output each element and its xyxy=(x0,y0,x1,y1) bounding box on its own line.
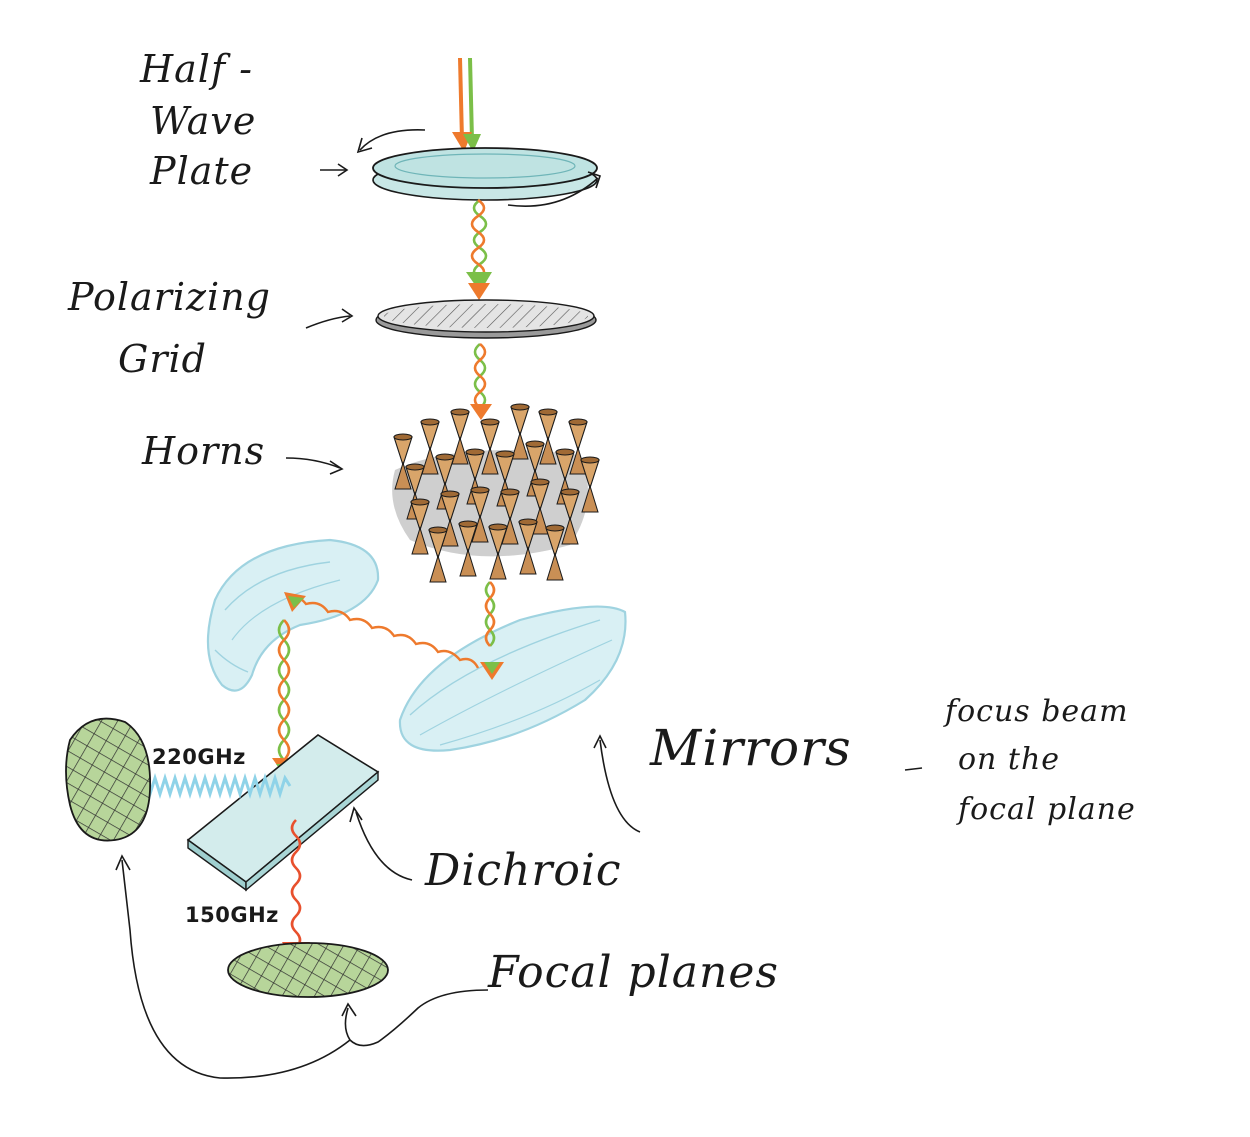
label-hwp-line2: Wave xyxy=(150,99,257,143)
pointer-arrows xyxy=(115,163,923,1079)
label-grid-line2: Grid xyxy=(118,337,207,381)
horn-array xyxy=(392,403,600,583)
label-mirrors-note-line2: on the xyxy=(958,742,1061,777)
horn-aperture xyxy=(500,488,520,496)
label-mirrors-note-line1: focus beam xyxy=(945,694,1129,729)
label-focal-planes: Focal planes xyxy=(488,947,779,998)
horn-lower-icon xyxy=(411,526,429,555)
horn-aperture xyxy=(458,520,478,528)
horn-aperture xyxy=(580,456,600,464)
horn-aperture xyxy=(428,526,448,534)
horn-aperture xyxy=(495,450,515,458)
polarizing-grid xyxy=(375,299,597,339)
label-mirrors-note-line3: focal plane xyxy=(958,792,1136,827)
horn-aperture xyxy=(518,518,538,526)
horn-lower-icon xyxy=(546,552,564,581)
horn-lower-icon xyxy=(519,546,537,575)
horn-aperture xyxy=(568,418,588,426)
label-hwp-line3: Plate xyxy=(150,149,254,193)
horn-lower-icon xyxy=(489,551,507,580)
horn-aperture xyxy=(435,453,455,461)
horn-lower-icon xyxy=(481,446,499,475)
horn-aperture xyxy=(410,498,430,506)
horn-aperture xyxy=(545,524,565,532)
horn-aperture xyxy=(440,490,460,498)
horn-lower-icon xyxy=(394,461,412,490)
horn-lower-icon xyxy=(421,446,439,475)
horn-aperture xyxy=(465,448,485,456)
horn-lower-icon xyxy=(451,436,469,465)
focal-plane-220 xyxy=(65,717,151,842)
horn-lower-icon xyxy=(511,431,529,460)
horn-aperture xyxy=(488,523,508,531)
horn-icon xyxy=(568,421,588,452)
horn-lower-icon xyxy=(539,436,557,465)
incoming-beam xyxy=(452,57,481,152)
rotation-arrows-icon xyxy=(356,129,602,207)
dichroic-filter xyxy=(186,734,380,892)
horn-aperture xyxy=(555,448,575,456)
horn-icon xyxy=(480,421,500,452)
horn-lower-icon xyxy=(561,516,579,545)
beam-grid-to-horns xyxy=(470,342,492,420)
horn-aperture xyxy=(510,403,530,411)
horn-lower-icon xyxy=(459,548,477,577)
horn-lower-icon xyxy=(581,484,599,513)
label-dichroic: Dichroic xyxy=(425,845,622,896)
horn-aperture xyxy=(420,418,440,426)
label-horns: Horns xyxy=(142,429,266,473)
horn-lower-icon xyxy=(429,554,447,583)
horn-lower-icon xyxy=(471,514,489,543)
horn-icon xyxy=(420,421,440,452)
horn-aperture xyxy=(470,486,490,494)
focal-plane-150 xyxy=(227,942,389,998)
horn-aperture xyxy=(538,408,558,416)
label-220ghz: 220GHz xyxy=(152,745,246,769)
horn-icon xyxy=(538,411,558,442)
horn-icon xyxy=(450,411,470,442)
horn-aperture xyxy=(450,408,470,416)
horn-aperture xyxy=(405,463,425,471)
horn-icon xyxy=(393,436,413,467)
half-wave-plate xyxy=(372,147,598,201)
label-150ghz: 150GHz xyxy=(185,903,279,927)
horn-aperture xyxy=(393,433,413,441)
mirror-lower-right xyxy=(398,605,627,752)
label-grid-line1: Polarizing xyxy=(68,275,272,319)
horn-aperture xyxy=(530,478,550,486)
beam-mirror-to-mirror xyxy=(284,592,480,669)
horn-aperture xyxy=(480,418,500,426)
label-mirrors: Mirrors xyxy=(650,719,852,777)
beam-horns-to-mirror xyxy=(480,581,504,680)
label-hwp-line1: Half - xyxy=(140,47,253,91)
horn-icon xyxy=(510,406,530,437)
horn-aperture xyxy=(525,440,545,448)
mirror-upper-left xyxy=(206,538,380,692)
beam-hwp-to-grid xyxy=(466,198,492,300)
horn-aperture xyxy=(560,488,580,496)
